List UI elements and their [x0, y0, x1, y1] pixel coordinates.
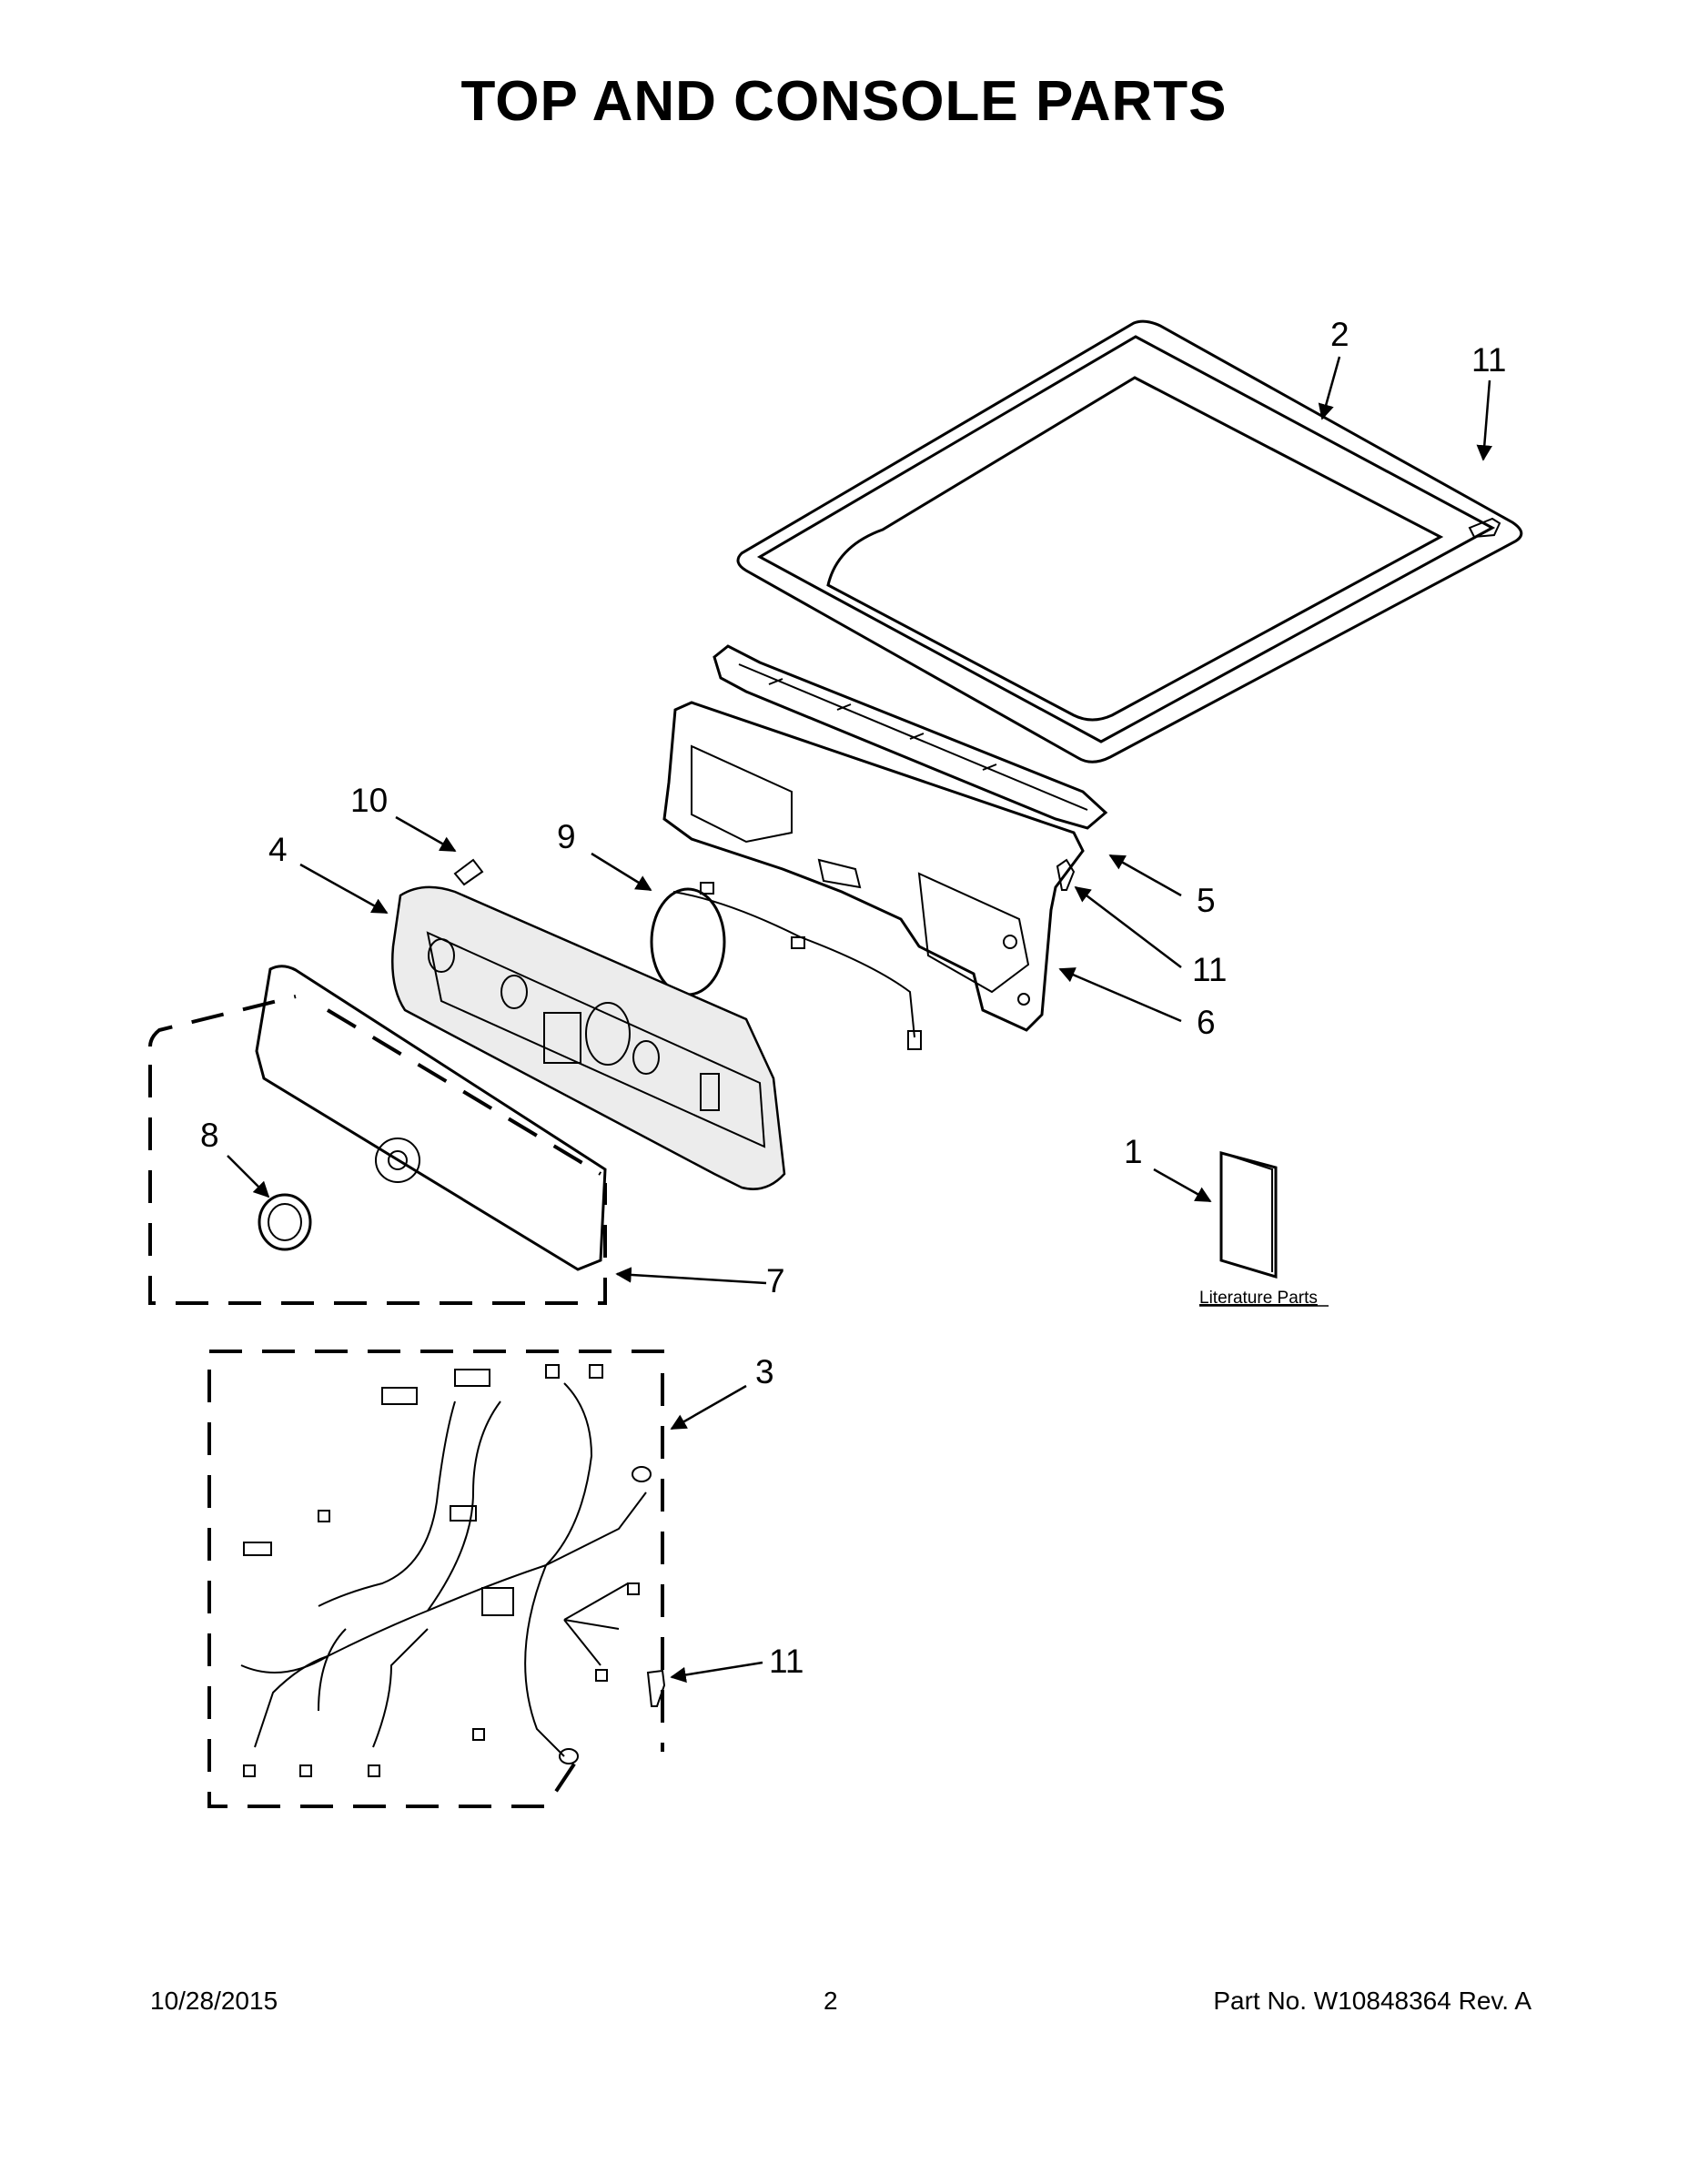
callout-9: 9	[557, 818, 576, 855]
callout-5: 5	[1197, 882, 1216, 919]
main-wire-harness	[207, 1350, 664, 1808]
console-back-panel	[662, 701, 1085, 1032]
control-knob	[258, 1193, 312, 1251]
callout-3: 3	[755, 1353, 774, 1390]
screw-console-back	[1056, 858, 1076, 891]
callout-8: 8	[200, 1117, 219, 1154]
footer-date: 10/28/2015	[150, 1987, 278, 2015]
callout-1: 1	[1124, 1133, 1143, 1170]
callout-11-bottom: 11	[769, 1643, 804, 1680]
top-panel	[736, 319, 1523, 763]
console-bracket	[713, 644, 1108, 830]
callout-2: 2	[1330, 316, 1349, 353]
screw-console-front	[453, 858, 484, 886]
literature-parts-label: Literature Parts	[1199, 1289, 1318, 1308]
callout-10: 10	[350, 782, 388, 819]
page-title: TOP AND CONSOLE PARTS	[460, 70, 1228, 133]
callout-11-mid: 11	[1192, 951, 1227, 988]
literature-booklet	[1219, 1151, 1278, 1279]
footer-page-number: 2	[824, 1987, 838, 2015]
screw-harness	[646, 1669, 666, 1707]
console-housing	[391, 885, 786, 1190]
callout-4: 4	[268, 831, 288, 868]
screw-top-right	[1468, 517, 1501, 539]
callout-6: 6	[1197, 1004, 1216, 1041]
callout-7: 7	[766, 1262, 785, 1299]
footer-part-number: Part No. W10848364 Rev. A	[1213, 1987, 1531, 2015]
callout-11-top: 11	[1471, 341, 1506, 379]
control-panel-overlay	[148, 965, 607, 1305]
